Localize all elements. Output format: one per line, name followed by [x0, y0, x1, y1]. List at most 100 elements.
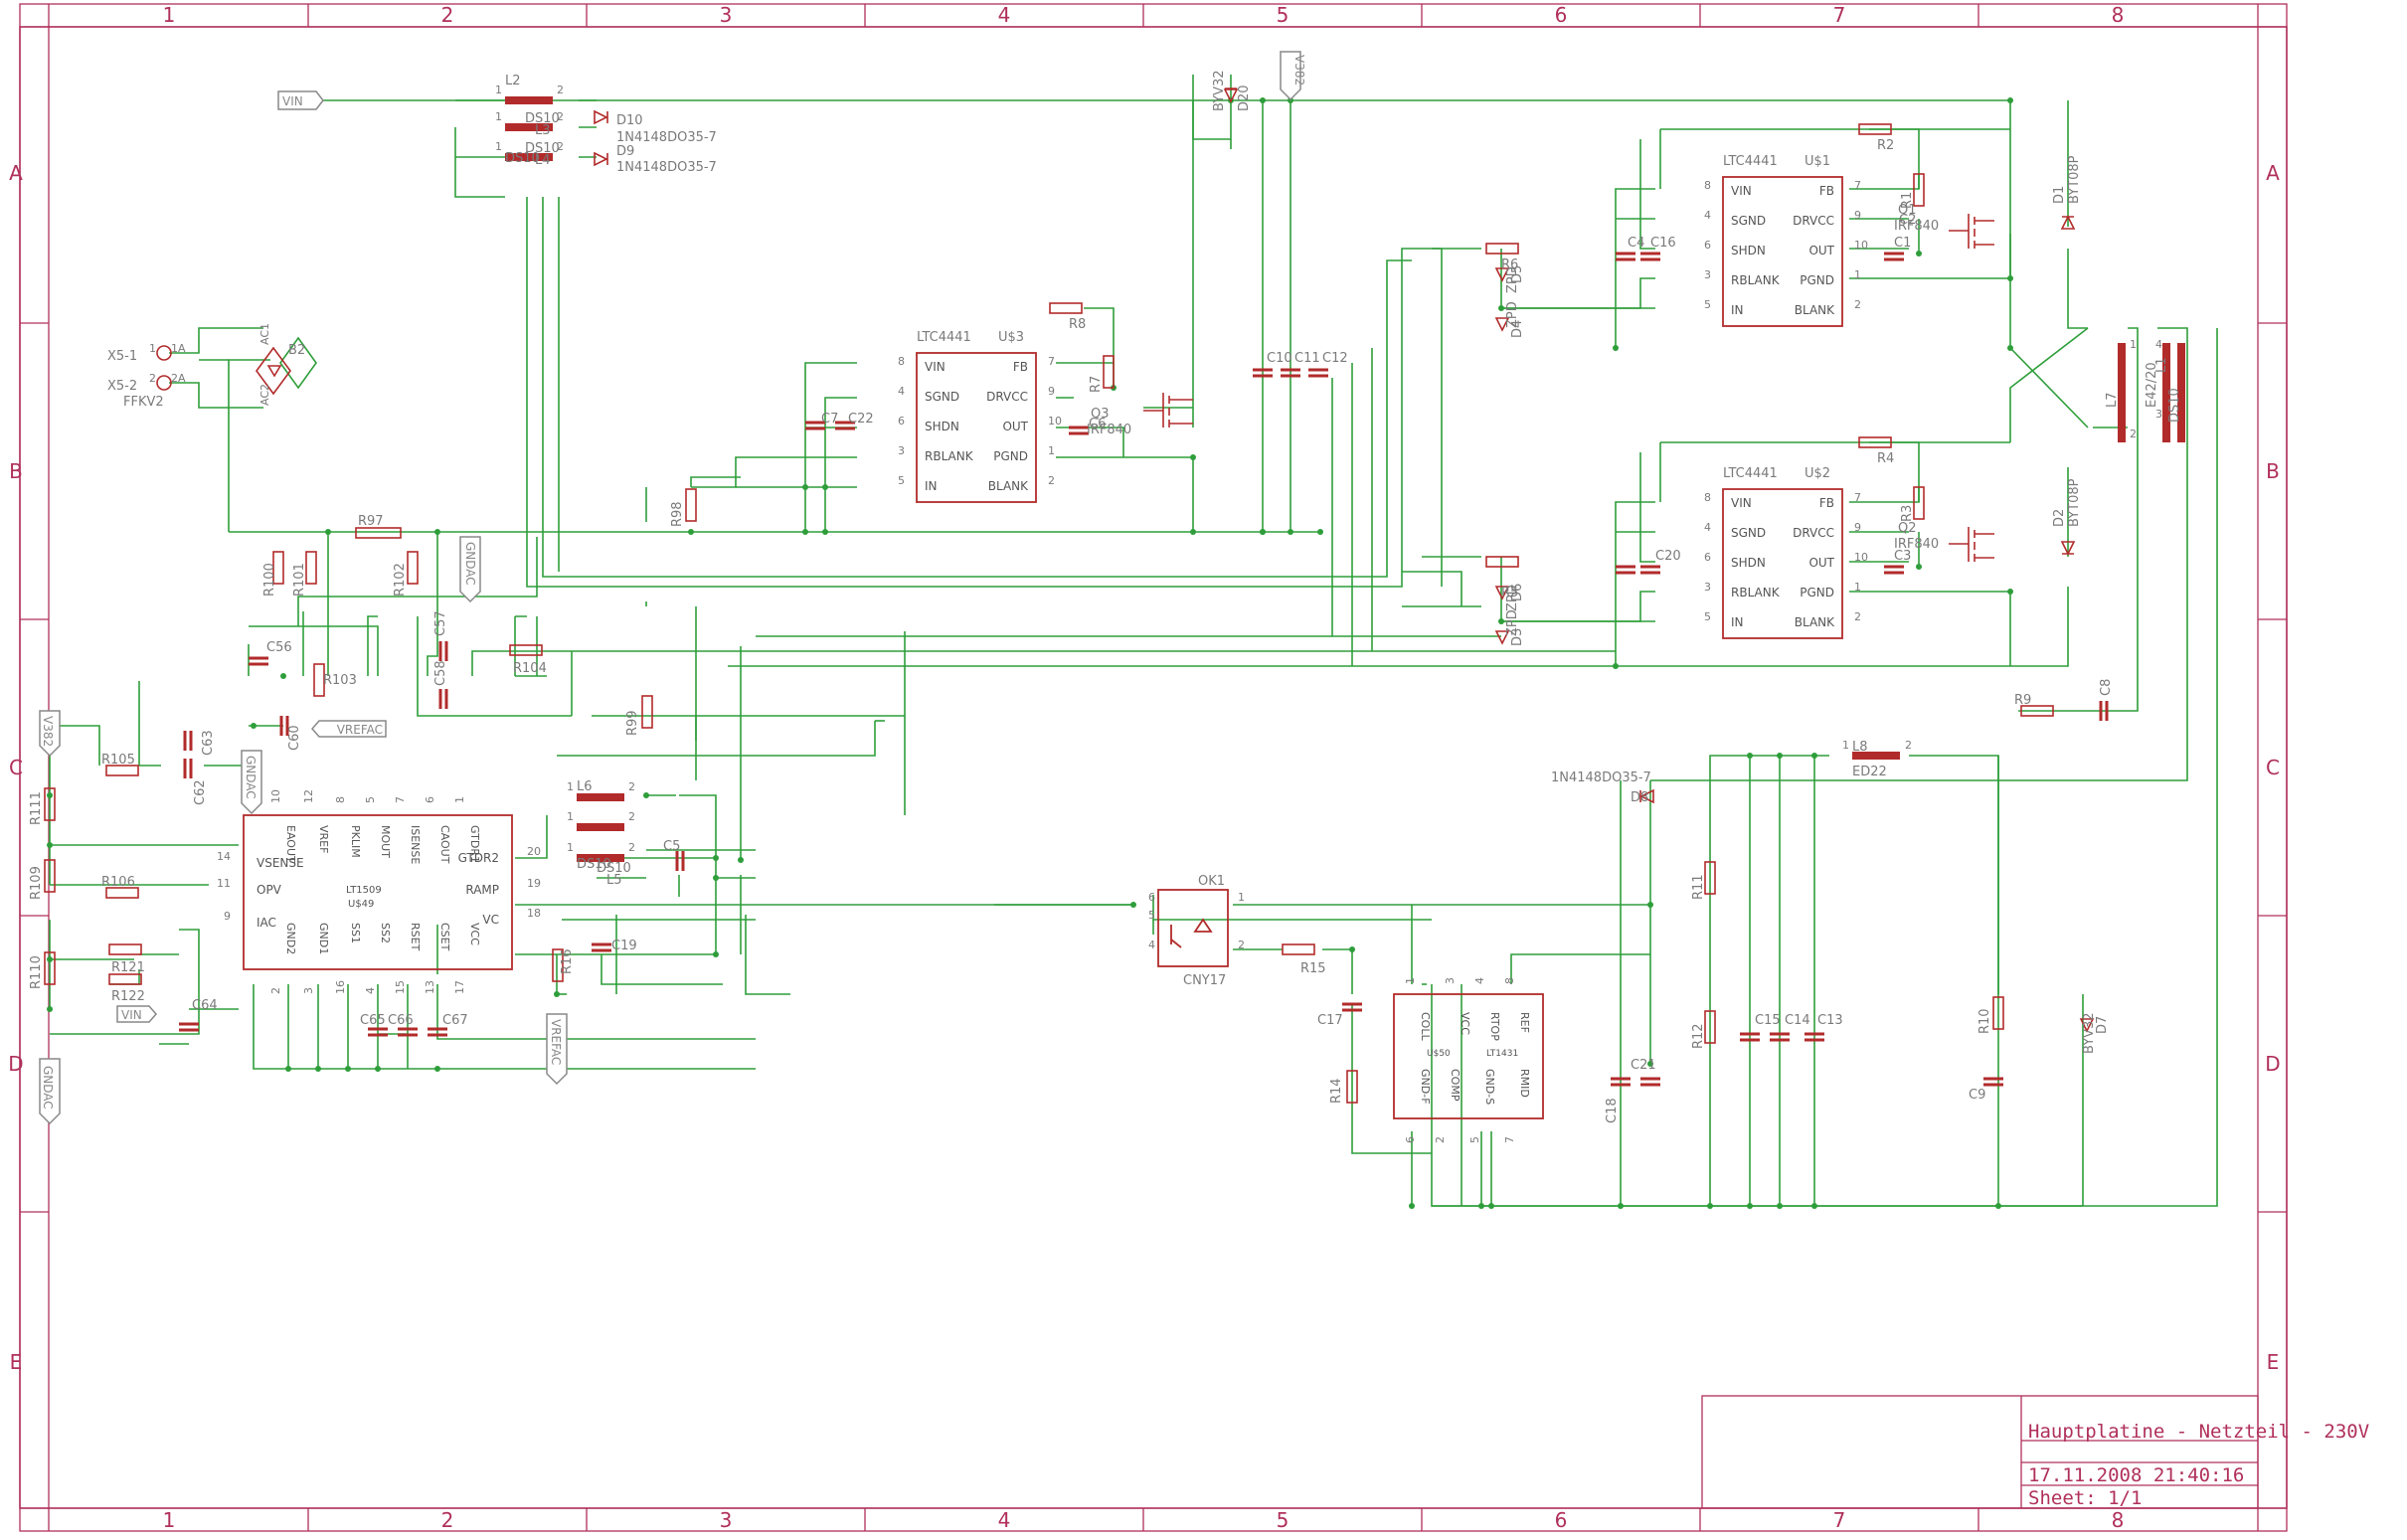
ic-pin-number: 7: [1854, 491, 1861, 504]
capacitor-label: C67: [442, 1013, 468, 1028]
inductor-ref-label: L8: [1852, 740, 1868, 755]
ic-pin-number: 12: [302, 789, 315, 803]
transformer-pin-number: 2: [2130, 428, 2137, 440]
ic-pin-number: 8: [1704, 179, 1711, 192]
ic-ref-label: U$50: [1427, 1049, 1451, 1059]
col-label-top: 5: [1277, 3, 1289, 27]
diode-ref-label: D10: [616, 113, 643, 128]
ic-pin-number: 1: [1854, 268, 1861, 281]
opto-ref-label: OK1: [1198, 874, 1225, 889]
net-flag-label: GNDAC: [244, 756, 258, 799]
ic-pin-name: IAC: [257, 916, 276, 930]
ic-outlines: [243, 176, 1843, 1119]
ic-ref-label: U$3: [998, 330, 1024, 345]
resistor-label: R103: [323, 673, 357, 688]
ic-pin-name: IN: [925, 479, 938, 493]
inductor-pin-number: 2: [557, 110, 564, 123]
connector-net-label: 2A: [171, 372, 186, 385]
row-label-left: B: [9, 459, 23, 483]
inductor-value-label: DS10: [577, 857, 611, 872]
ic-pin-name: VC: [482, 913, 499, 927]
resistor-label: R12: [1691, 1023, 1706, 1049]
ic-pin-number: 2: [1048, 474, 1055, 487]
transformer-pin-number: 3: [2155, 408, 2162, 421]
ic-pin-number: 4: [1473, 977, 1486, 984]
row-label-left: E: [10, 1350, 23, 1374]
transformer-pin-number: 1: [2130, 338, 2137, 351]
ic-pin-name: SGND: [925, 390, 959, 404]
capacitor-label: C1: [1894, 236, 1911, 251]
resistor-label: R102: [393, 563, 408, 597]
diode-ref-label: D5: [1510, 265, 1525, 283]
capacitor-label: C14: [1785, 1013, 1810, 1028]
resistor-label: R98: [670, 501, 685, 527]
ic-type-label: LT1431: [1486, 1049, 1518, 1059]
resistor-label: R1: [1900, 192, 1915, 209]
diode-value-label: ZPD: [1505, 266, 1520, 293]
transformer-value-label: E42/20: [2145, 362, 2159, 408]
ic-pin-name: RBLANK: [1731, 273, 1781, 287]
ic-pin-name: RMID: [1518, 1069, 1531, 1098]
col-label-bottom: 3: [720, 1508, 733, 1532]
inductor-value-label: DS10: [2167, 388, 2182, 423]
opto-type-label: CNY17: [1183, 973, 1226, 988]
capacitor-label: C66: [388, 1013, 414, 1028]
ic-pin-name: GTDR2: [458, 851, 499, 865]
opto-pin-number: 4: [1148, 939, 1155, 951]
inductor-pin-number: 1: [567, 841, 574, 854]
ic-ref-label: U$2: [1805, 466, 1830, 481]
ic-pin-name: COLL: [1419, 1012, 1432, 1041]
resistor-label: R15: [1300, 961, 1326, 976]
diode-ref-label: D2: [2052, 509, 2067, 527]
ic-pin-name: RSET: [409, 923, 422, 951]
ic-pin-number: 8: [898, 355, 905, 368]
col-label-top: 2: [441, 3, 454, 27]
ic-pin-number: 3: [1704, 581, 1711, 594]
capacitor-label: C10: [1267, 351, 1292, 366]
connector-pins: [156, 345, 172, 391]
diode-ref-label: D9: [616, 144, 634, 159]
col-label-bottom: 8: [2112, 1508, 2125, 1532]
connector-pin-number: 1: [149, 342, 156, 355]
connector-type-label: FFKV2: [123, 395, 164, 410]
resistor-label: R111: [29, 791, 44, 825]
col-label-top: 1: [163, 3, 176, 27]
ic-pin-name: REF: [1518, 1012, 1531, 1033]
inductor-pin-number: 2: [1905, 739, 1912, 752]
resistor-label: R5: [1501, 586, 1518, 600]
ic-pin-name: SHDN: [1731, 244, 1766, 257]
ic-pin-number: 6: [1404, 1136, 1417, 1143]
ic-pin-name: ISENSE: [409, 825, 422, 864]
ic-pin-name: OUT: [1808, 556, 1834, 570]
ic-pin-number: 11: [217, 877, 231, 890]
ic-pin-name: EAOUT: [284, 825, 297, 863]
inductor-bars: [505, 96, 2185, 862]
diode-value-label: ZPD: [1505, 585, 1520, 611]
inductor-ref-label: L1: [2154, 357, 2169, 373]
ic-ref-label: U$49: [348, 899, 374, 910]
capacitor-label: C58: [433, 660, 448, 686]
ic-pin-name: VREF: [317, 825, 330, 853]
ic-pin-name: RTOP: [1488, 1012, 1501, 1041]
title-block-sheet: Sheet: 1/1: [2028, 1487, 2142, 1509]
ic-type-label: LTC4441: [917, 330, 971, 345]
ic-pin-number: 19: [527, 877, 541, 890]
col-label-bottom: 1: [163, 1508, 176, 1532]
resistor-label: R4: [1877, 451, 1894, 466]
inductor-value-label: DS10: [505, 151, 540, 166]
ic-pin-name: SGND: [1731, 214, 1766, 228]
ic-pin-name: PGND: [1800, 586, 1834, 599]
ic-pin-number: 3: [898, 444, 905, 457]
inductor-value-label: DS10: [525, 111, 560, 126]
capacitor-label: C22: [848, 412, 874, 427]
ic-pin-name: CSET: [438, 923, 451, 951]
ic-pin-name: DRVCC: [986, 390, 1028, 404]
diode-value-label: ZPD: [1505, 301, 1520, 328]
resistor-label: R97: [358, 514, 384, 529]
diode-ref-label: D7: [2095, 1016, 2110, 1034]
ic-pin-name: SS2: [379, 923, 392, 943]
ic-pin-number: 5: [1468, 1136, 1481, 1143]
inductor-ref-label: L6: [577, 779, 593, 794]
